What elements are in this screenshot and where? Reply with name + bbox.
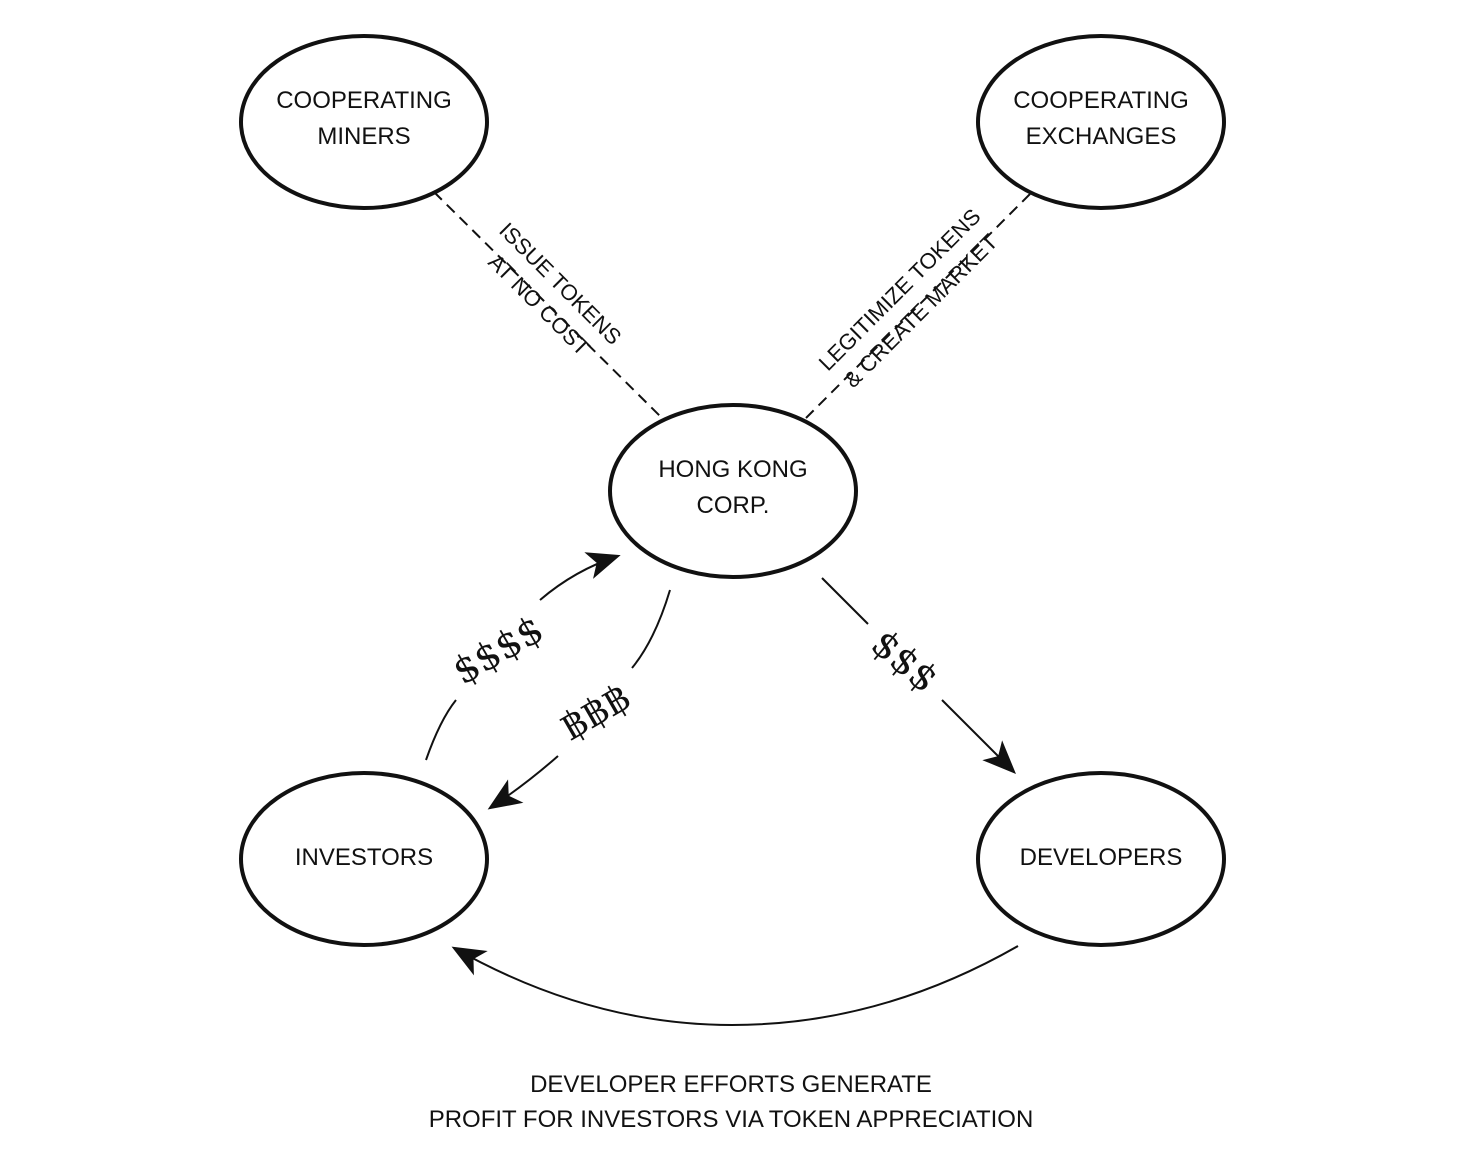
edge-label-investor-dollars: $$$$ <box>445 607 551 693</box>
node-label-line1: COOPERATING <box>276 87 452 114</box>
corp-to-developers-arrow <box>941 699 1016 774</box>
node-label-line1: HONG KONG <box>658 456 807 483</box>
corp-to-developers-line-upper <box>821 577 869 625</box>
edge-label-line1: LEGITIMIZE TOKENS <box>814 204 986 376</box>
investors-to-corp-line-lower <box>425 699 457 761</box>
developers-to-investors-arrow <box>451 945 1019 1027</box>
edge-label-legitimize-tokens: LEGITIMIZE TOKENS & CREATE MARKET <box>814 204 1003 393</box>
caption-line1: DEVELOPER EFFORTS GENERATE <box>530 1071 932 1098</box>
node-shape <box>239 34 489 210</box>
node-shape <box>239 771 489 947</box>
dollar-signs-label: $$$$ <box>445 607 551 693</box>
node-shape <box>976 34 1226 210</box>
edge-label-bitcoin: ฿฿฿ <box>553 675 638 749</box>
node-developers: DEVELOPERS <box>976 771 1226 947</box>
caption-line2: PROFIT FOR INVESTORS VIA TOKEN APPRECIAT… <box>429 1106 1034 1133</box>
node-investors: INVESTORS <box>239 771 489 947</box>
node-label: INVESTORS <box>295 844 433 871</box>
corp-to-investors-line-upper <box>631 589 671 669</box>
node-shape <box>608 403 858 579</box>
edge-label-issue-tokens: ISSUE TOKENS AT NO COST <box>484 218 627 361</box>
dollar-signs-label: $$$ <box>863 621 947 701</box>
node-label-line1: COOPERATING <box>1013 87 1189 114</box>
node-shape <box>976 771 1226 947</box>
node-hong-kong-corp: HONG KONG CORP. <box>608 403 858 579</box>
node-label-line2: CORP. <box>697 492 770 519</box>
node-cooperating-exchanges: COOPERATING EXCHANGES <box>976 34 1226 210</box>
node-label-line2: MINERS <box>317 123 410 150</box>
corp-to-investors-arrow <box>487 755 559 810</box>
node-label: DEVELOPERS <box>1020 844 1183 871</box>
node-cooperating-miners: COOPERATING MINERS <box>239 34 489 210</box>
bitcoin-signs-label: ฿฿฿ <box>553 675 638 749</box>
node-label-line2: EXCHANGES <box>1026 123 1177 150</box>
investors-to-corp-arrow <box>539 552 621 601</box>
edge-label-developer-dollars: $$$ <box>863 621 947 701</box>
